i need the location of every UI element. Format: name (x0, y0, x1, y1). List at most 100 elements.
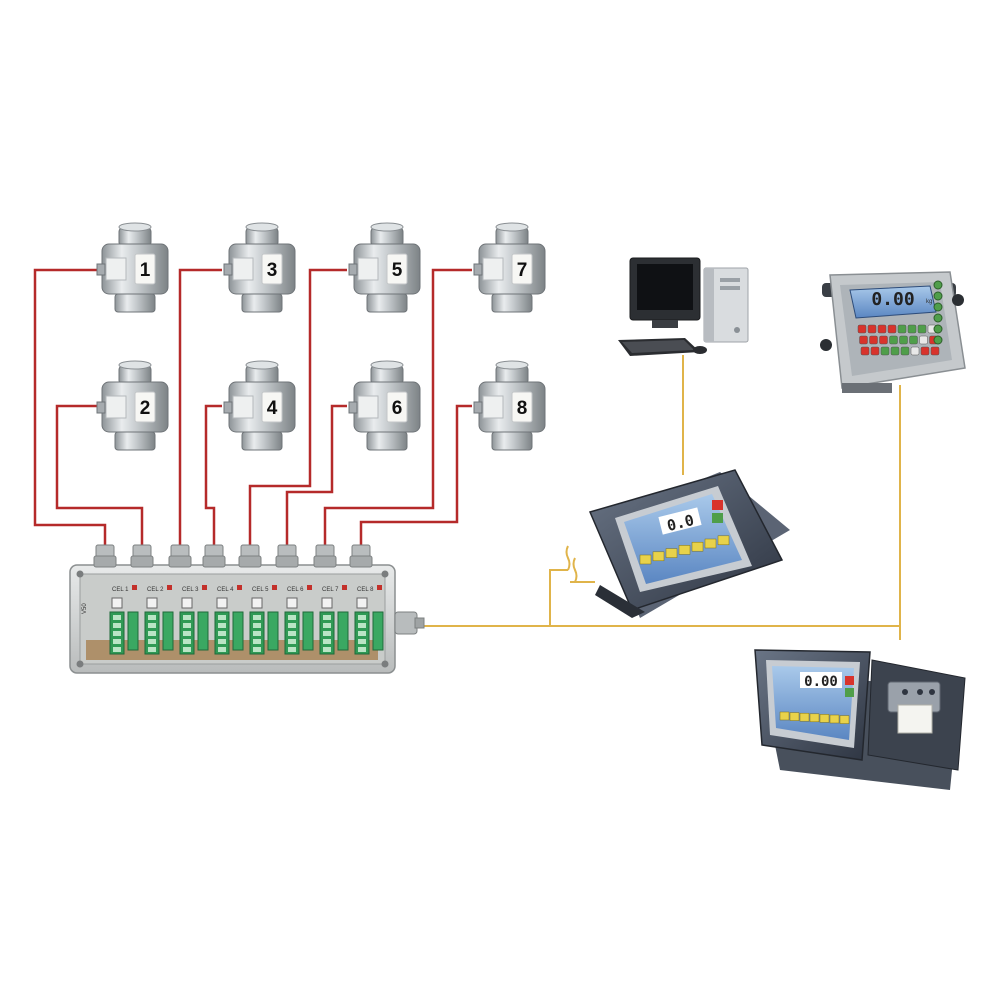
indicator-side-key (933, 324, 943, 334)
touch-key (652, 551, 665, 562)
channel-label: CEL 3 (182, 587, 199, 593)
indicator-unit: kg (926, 299, 932, 305)
indicator-key (867, 324, 877, 334)
touch-key (691, 541, 704, 552)
junction-box-side-label: V50 (82, 603, 88, 614)
indicator-side-key (933, 291, 943, 301)
cable-gland (238, 544, 262, 568)
indicator-key (889, 335, 898, 345)
load-cell-icon: 1 (96, 222, 169, 313)
touch-terminal-keys (639, 500, 730, 565)
computer-icon (618, 257, 749, 356)
touch-key (712, 500, 723, 510)
signal-cables (423, 355, 901, 640)
indicator-reading: 0.00 (871, 289, 914, 310)
cable-gland (275, 544, 299, 568)
load-cell-number: 3 (267, 260, 278, 281)
junction-channel: CEL 7 (319, 585, 349, 655)
printer-terminal-reading: 0.00 (804, 674, 838, 690)
touch-terminal-icon: 0.0 (588, 469, 790, 618)
junction-channel: CEL 8 (354, 585, 384, 655)
load-cell-number: 4 (267, 398, 278, 419)
cable-gland (202, 544, 226, 568)
load-cell-icon: 7 (473, 222, 546, 313)
junction-channel: CEL 4 (214, 585, 244, 655)
channel-label: CEL 4 (217, 587, 234, 593)
touch-key (704, 538, 717, 549)
load-cell-icon: 6 (348, 360, 421, 451)
printer-terminal-key (799, 712, 810, 722)
printer-terminal-key (779, 711, 790, 721)
load-cell-number: 7 (517, 260, 528, 281)
load-cells: 1 2 3 4 5 6 7 8 (96, 222, 546, 451)
indicator-side-key (933, 280, 943, 290)
printer-terminal-key (809, 713, 820, 723)
indicator-key (869, 335, 878, 345)
cable-gland (349, 544, 373, 568)
indicator-key (879, 335, 888, 345)
indicator-key (930, 346, 940, 356)
indicator-key (920, 346, 930, 356)
indicator-key (859, 335, 868, 345)
load-cell-number: 5 (392, 260, 403, 281)
load-cell-number: 8 (517, 398, 528, 419)
indicator-key (887, 324, 897, 334)
channel-label: CEL 2 (147, 587, 164, 593)
printer-terminal-icon: 0.00 (754, 649, 966, 790)
junction-channel: CEL 3 (179, 585, 209, 655)
indicator-key (899, 335, 908, 345)
channel-label: CEL 6 (287, 587, 304, 593)
touch-key (717, 535, 730, 546)
channel-label: CEL 7 (322, 587, 339, 593)
cable-gland (168, 544, 192, 568)
touch-key (678, 545, 691, 555)
indicator-key (877, 324, 887, 334)
weighing-indicator-icon: 0.00 kg (820, 271, 966, 393)
printer-terminal-key (789, 712, 800, 721)
printer-terminal-key (829, 714, 840, 724)
touch-key (665, 548, 678, 558)
indicator-key (857, 324, 867, 334)
load-cell-number: 2 (140, 398, 151, 419)
load-cell-number: 6 (392, 398, 403, 419)
indicator-key (909, 335, 918, 345)
indicator-key (907, 324, 917, 334)
junction-channel: CEL 1 (109, 585, 139, 655)
indicator-key (910, 346, 920, 356)
load-cell-number: 1 (140, 260, 151, 281)
indicator-key (919, 335, 928, 345)
junction-channel: CEL 2 (144, 585, 174, 655)
channel-label: CEL 5 (252, 587, 269, 593)
channel-label: CEL 8 (357, 587, 374, 593)
cable-gland (93, 544, 117, 568)
cable-gland (313, 544, 337, 568)
printer-terminal-key (839, 715, 850, 724)
junction-channel: CEL 5 (249, 585, 279, 655)
indicator-key (870, 346, 880, 356)
printer-terminal-key (845, 676, 854, 685)
indicator-key (900, 346, 910, 356)
touch-key (712, 513, 723, 523)
indicator-key (890, 346, 900, 356)
load-cell-icon: 3 (223, 222, 296, 313)
indicator-side-key (933, 302, 943, 312)
indicator-key (880, 346, 890, 356)
indicator-side-key (933, 313, 943, 323)
indicator-keypad (857, 280, 943, 356)
load-cell-icon: 5 (348, 222, 421, 313)
load-cell-cables (33, 268, 472, 545)
load-cell-icon: 2 (96, 360, 169, 451)
printer-terminal-key (845, 688, 854, 697)
indicator-key (897, 324, 907, 334)
junction-box-channels: CEL 1 CEL 2 CEL 3 CEL 4 CEL 5 CEL 6 CEL 7 CEL 8 (109, 585, 384, 655)
load-cell-icon: 8 (473, 360, 546, 451)
channel-label: CEL 1 (112, 587, 129, 593)
printer-terminal-keys (779, 676, 854, 724)
junction-channel: CEL 6 (284, 585, 314, 655)
indicator-side-key (933, 335, 943, 345)
load-cell-icon: 4 (223, 360, 296, 451)
printer-terminal-key (819, 714, 830, 723)
touch-key (639, 554, 652, 565)
